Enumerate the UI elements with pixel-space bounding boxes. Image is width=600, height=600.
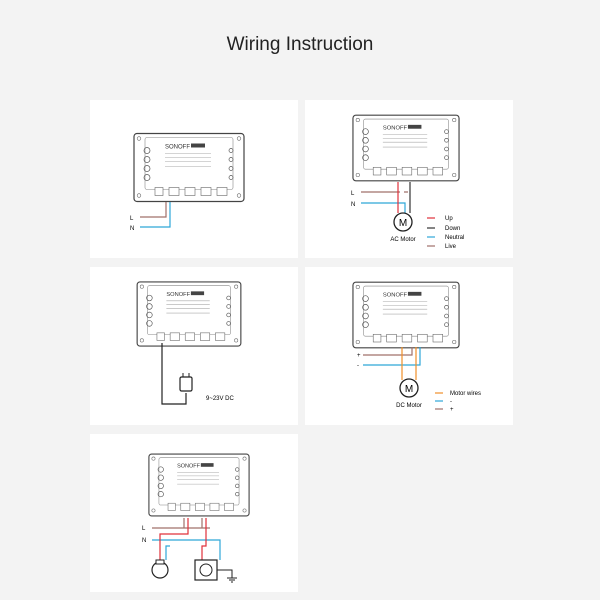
label-l: L — [351, 191, 355, 197]
power-adapter-icon — [179, 373, 193, 392]
dc-motor-icon — [399, 378, 419, 398]
legend: Up Down Neutral Live — [427, 216, 464, 250]
plus-wire — [363, 347, 413, 356]
motor-wires — [401, 347, 417, 380]
live-wire — [152, 518, 210, 529]
panel-dc-power: SONOFF 9~23V DC — [90, 267, 298, 425]
device-brand: SONOFF — [166, 292, 190, 298]
ac-motor-icon — [393, 212, 413, 232]
motor-symbol: M — [405, 384, 413, 395]
panel-load-wiring: SONOFF L N — [90, 434, 298, 592]
label-n: N — [351, 202, 355, 208]
panel-ac-motor: SONOFF M AC Motor L N Up Down Neutral Li… — [305, 100, 513, 258]
motor-label: DC Motor — [396, 403, 422, 409]
neutral-wire — [361, 202, 406, 213]
panel-power-wiring: SONOFF L N — [90, 100, 298, 258]
motor-label: AC Motor — [390, 237, 415, 243]
legend-item: Live — [445, 244, 457, 250]
legend-item: Down — [445, 226, 460, 232]
live-wire — [140, 202, 167, 218]
label-n: N — [130, 226, 134, 232]
legend: Motor wires - + — [435, 391, 481, 413]
minus-wire — [363, 347, 421, 366]
bulb-neutral-wire — [165, 545, 170, 560]
legend-item: + — [450, 407, 454, 413]
label-n: N — [142, 538, 146, 544]
motor-symbol: M — [399, 218, 407, 229]
label-minus: - — [357, 363, 359, 369]
legend-item: Neutral — [445, 235, 464, 241]
legend-item: Up — [445, 216, 453, 222]
device-brand: SONOFF — [165, 145, 190, 151]
dc-cable — [161, 343, 187, 405]
device-brand: SONOFF — [383, 126, 408, 132]
device-brand: SONOFF — [383, 293, 408, 299]
label-l: L — [142, 526, 146, 532]
neutral-wire — [152, 539, 221, 560]
label-l: L — [130, 216, 134, 222]
load-wires — [159, 518, 207, 560]
light-bulb-icon — [151, 559, 169, 579]
socket-icon — [194, 559, 218, 581]
panel-dc-motor: SONOFF M DC Motor + - Motor wires - + — [305, 267, 513, 425]
power-label: 9~23V DC — [206, 396, 235, 402]
legend-item: - — [450, 399, 452, 405]
device-brand: SONOFF — [177, 464, 201, 470]
ground-icon — [217, 569, 237, 583]
neutral-wire — [140, 202, 171, 228]
label-plus: + — [357, 353, 361, 359]
page-title: Wiring Instruction — [226, 34, 374, 55]
legend-item: Motor wires — [450, 391, 481, 397]
